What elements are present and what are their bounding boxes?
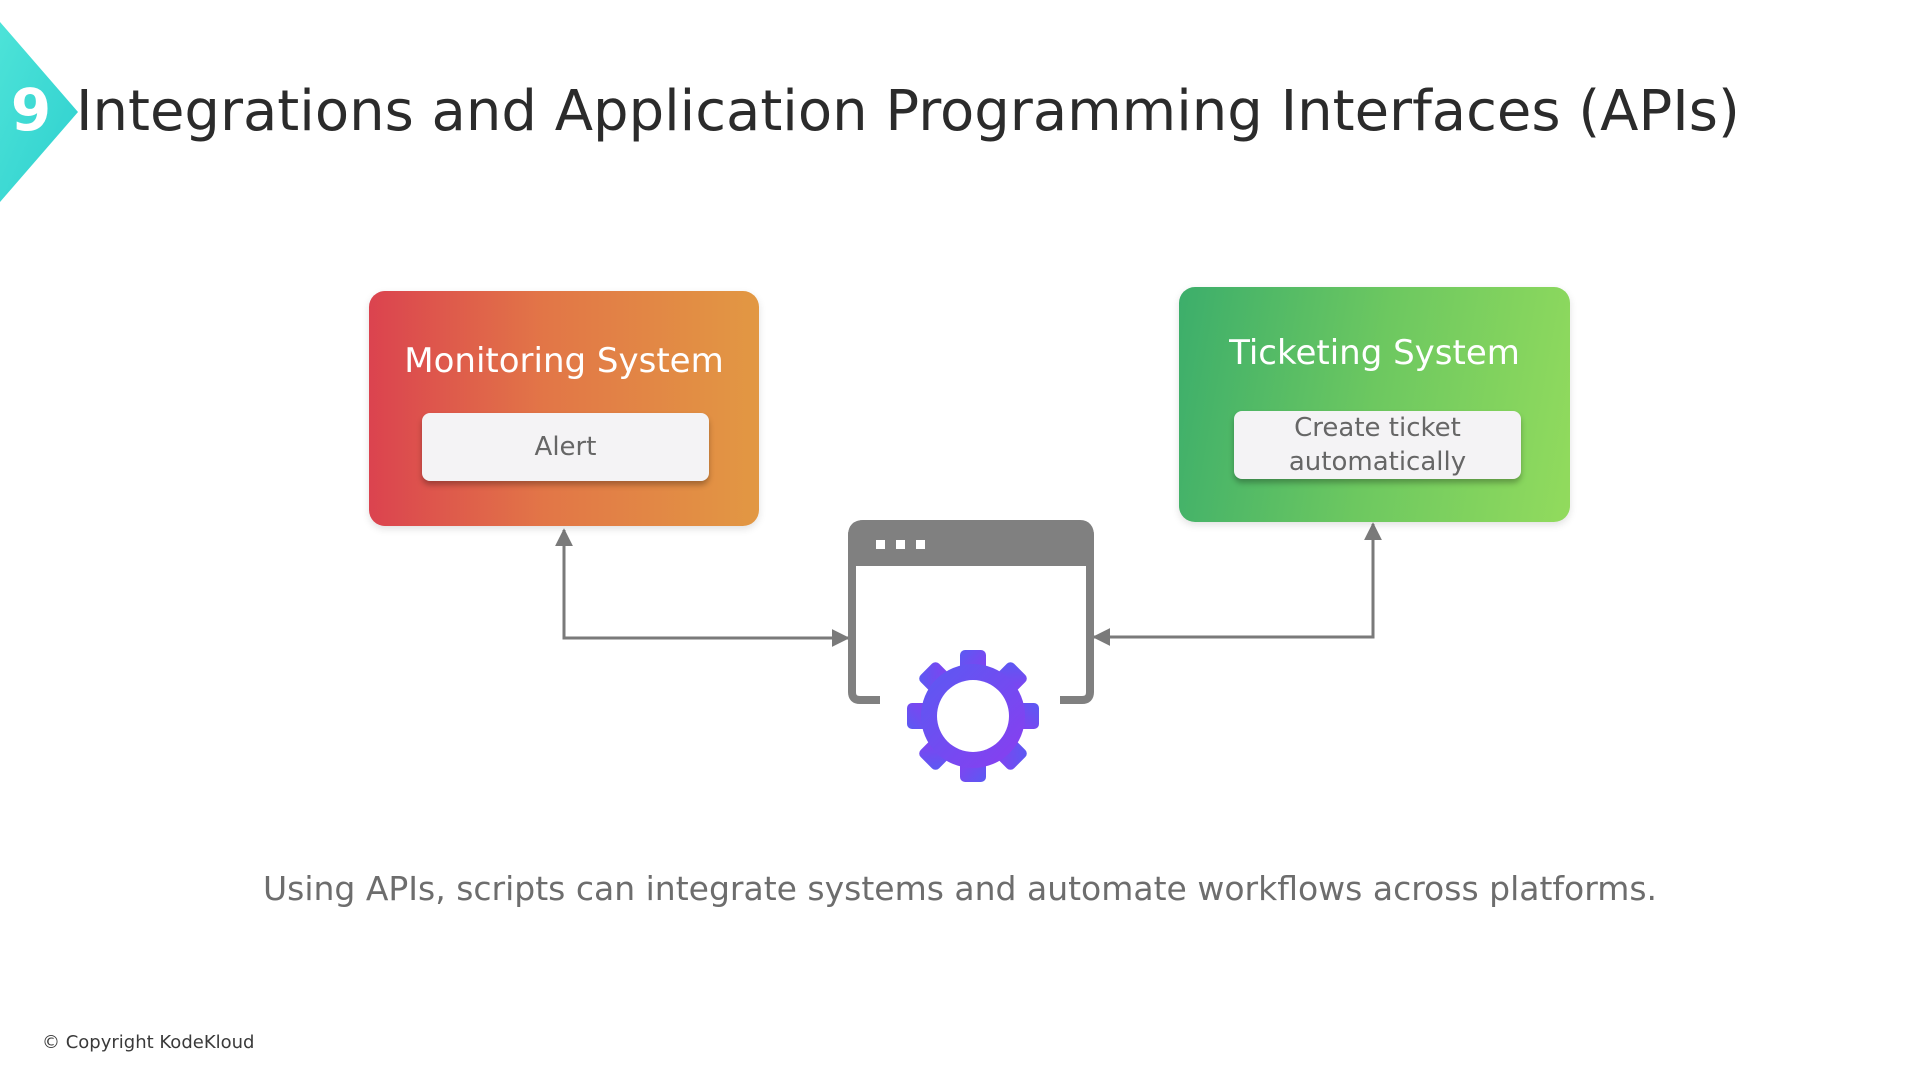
monitoring-system-card: Monitoring System Alert [369,291,759,526]
alert-chip: Alert [422,413,709,481]
connector-monitoring-to-api [555,528,850,647]
slide-caption: Using APIs, scripts can integrate system… [262,869,1658,908]
api-window-icon [848,520,1094,704]
copyright-footer: © Copyright KodeKloud [42,1032,255,1053]
slide-title: Integrations and Application Programming… [76,79,1740,144]
monitoring-system-title: Monitoring System [404,341,724,381]
create-ticket-line-1: Create ticket [1294,413,1461,443]
create-ticket-chip: Create ticket automatically [1234,411,1521,479]
gear-icon [907,650,1039,782]
slide-number: 9 [10,76,52,144]
ticketing-system-title: Ticketing System [1229,333,1520,373]
slide-number-badge [0,22,78,202]
connector-api-to-ticketing [1092,522,1382,646]
create-ticket-line-2: automatically [1288,447,1467,477]
ticketing-system-card: Ticketing System Create ticket automatic… [1179,287,1570,522]
